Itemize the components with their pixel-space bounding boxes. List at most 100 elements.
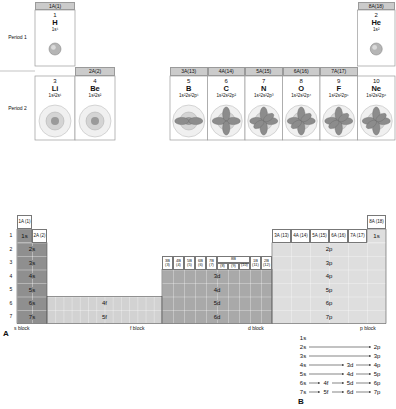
orbital-block-cell: 5d	[162, 297, 272, 311]
s-block-fill	[17, 229, 47, 324]
orbital-block-cell: 7p	[272, 310, 386, 324]
orbital-block-cell: 1s	[367, 229, 386, 243]
element-cell: 5B1s²2s²2p¹	[170, 76, 208, 140]
group-header: 4B (4)	[173, 256, 184, 270]
subshell-label: 6p	[325, 300, 334, 306]
p-block-fill	[272, 229, 386, 324]
row-label: Period 2	[1, 104, 34, 112]
group-header: 6B (6)	[195, 256, 206, 270]
orbital-block-cell: 6d	[162, 310, 272, 324]
group-header: (8)	[217, 263, 228, 270]
filling-order-arrows	[309, 347, 371, 392]
block-name: d block	[248, 325, 284, 332]
subshell-label: 6s	[28, 300, 36, 306]
block-name: f block	[130, 325, 166, 332]
group-header: 1B (11)	[250, 256, 261, 270]
orbital-block-cell: 3s	[17, 256, 47, 270]
filling-order-subshell: 5s	[298, 370, 308, 378]
filling-order-subshell: 3p	[372, 352, 382, 360]
subshell-label: 4s	[28, 273, 36, 279]
orbital-block-cell: 2p	[272, 243, 386, 257]
electron-configuration: 1s²	[373, 28, 379, 33]
row-label: 1	[6, 229, 16, 243]
subshell-label: 7p	[325, 314, 334, 320]
element-cell: 9F1s²2s²2p⁵	[320, 76, 358, 140]
group-header: 2B (12)	[261, 256, 272, 270]
electron-configuration: 1s²2s²2p⁴	[291, 94, 311, 99]
element-symbol: N	[261, 85, 266, 93]
subshell-label: 7s	[28, 314, 36, 320]
element-cell: 6C1s²2s²2p²	[208, 76, 246, 140]
group-header: 6A (16)	[329, 229, 348, 243]
period-divider	[0, 71, 35, 72]
group-header: 1A (1)	[17, 215, 32, 229]
subshell-label: 4p	[325, 273, 334, 279]
orbital-block-cell: 5f	[47, 310, 162, 324]
element-symbol: H	[52, 19, 57, 27]
subshell-label: 4f	[101, 300, 108, 306]
group-header: 8A (18)	[367, 215, 386, 229]
element-cell: 2He1s²	[358, 10, 396, 66]
orbital-block-cell: 6p	[272, 297, 386, 311]
atomic-number: 6	[225, 78, 228, 84]
atomic-number: 4	[93, 78, 96, 84]
filling-order-subshell: 4d	[345, 370, 355, 378]
filling-order-subshell: 2s	[298, 343, 308, 351]
group-header: 5A (15)	[310, 229, 329, 243]
subshell-label: 3p	[325, 260, 334, 266]
filling-order-subshell: 6d	[345, 388, 355, 396]
group-header: 5B (5)	[184, 256, 195, 270]
orbital-pictures	[39, 43, 392, 137]
orbital-block-cell: 5s	[17, 283, 47, 297]
filling-order-subshell: 5p	[372, 370, 382, 378]
panel-letter: A	[3, 329, 13, 339]
orbital-block-cell: 4f	[47, 297, 162, 311]
group-header: 7A(17)	[320, 67, 358, 76]
electron-configuration: 1s²2s¹	[49, 94, 62, 99]
element-cell: 8O1s²2s²2p⁴	[283, 76, 321, 140]
subshell-label: 5p	[325, 287, 334, 293]
filling-order-subshell: 4p	[372, 361, 382, 369]
filling-order-subshell: 7s	[298, 388, 308, 396]
row-label: 2	[6, 243, 16, 257]
f-block-fill	[47, 297, 162, 324]
subshell-label: 1s	[372, 233, 380, 239]
orbital-block-cell: 5p	[272, 283, 386, 297]
subshell-label: 3s	[28, 260, 36, 266]
group-header: 8A(18)	[358, 2, 396, 10]
block-name: s block	[14, 325, 50, 332]
orbital-block-cell: 4d	[162, 283, 272, 297]
orbital-block-cell: 3d	[162, 270, 272, 284]
subshell-label: 5f	[101, 314, 108, 320]
subshell-label: 5d	[213, 300, 222, 306]
filling-order-subshell: 4s	[298, 361, 308, 369]
atomic-number: 3	[53, 78, 56, 84]
group-header: 6A(16)	[283, 67, 321, 76]
subshell-label: 6d	[213, 314, 222, 320]
group-header: 5A(15)	[245, 67, 283, 76]
subshell-label: 1s	[20, 233, 28, 239]
block-outlines	[17, 229, 386, 324]
row-label: 5	[6, 283, 16, 297]
filling-order-subshell: 7p	[372, 388, 382, 396]
filling-order-subshell: 6s	[298, 379, 308, 387]
group-header: 4A(14)	[208, 67, 246, 76]
filling-order-subshell: 5f	[321, 388, 331, 396]
electron-configuration: 1s¹	[52, 28, 58, 33]
filling-order-subshell: 3s	[298, 352, 308, 360]
atomic-number: 2	[375, 12, 378, 18]
element-symbol: Li	[52, 85, 59, 93]
atomic-number: 5	[187, 78, 190, 84]
element-cell: 7N1s²2s²2p³	[245, 76, 283, 140]
element-cell: 10Ne1s²2s²2p⁶	[358, 76, 396, 140]
atomic-number: 7	[262, 78, 265, 84]
element-cell: 1H1s¹	[35, 10, 75, 66]
orbital-block-cell: 6s	[17, 297, 47, 311]
filling-order-subshell: 1s	[298, 334, 308, 342]
group-header: 1A(1)	[35, 2, 75, 10]
group-header: 3A(13)	[170, 67, 208, 76]
filling-order-subshell: 3d	[345, 361, 355, 369]
filling-order-subshell: 4f	[321, 379, 331, 387]
